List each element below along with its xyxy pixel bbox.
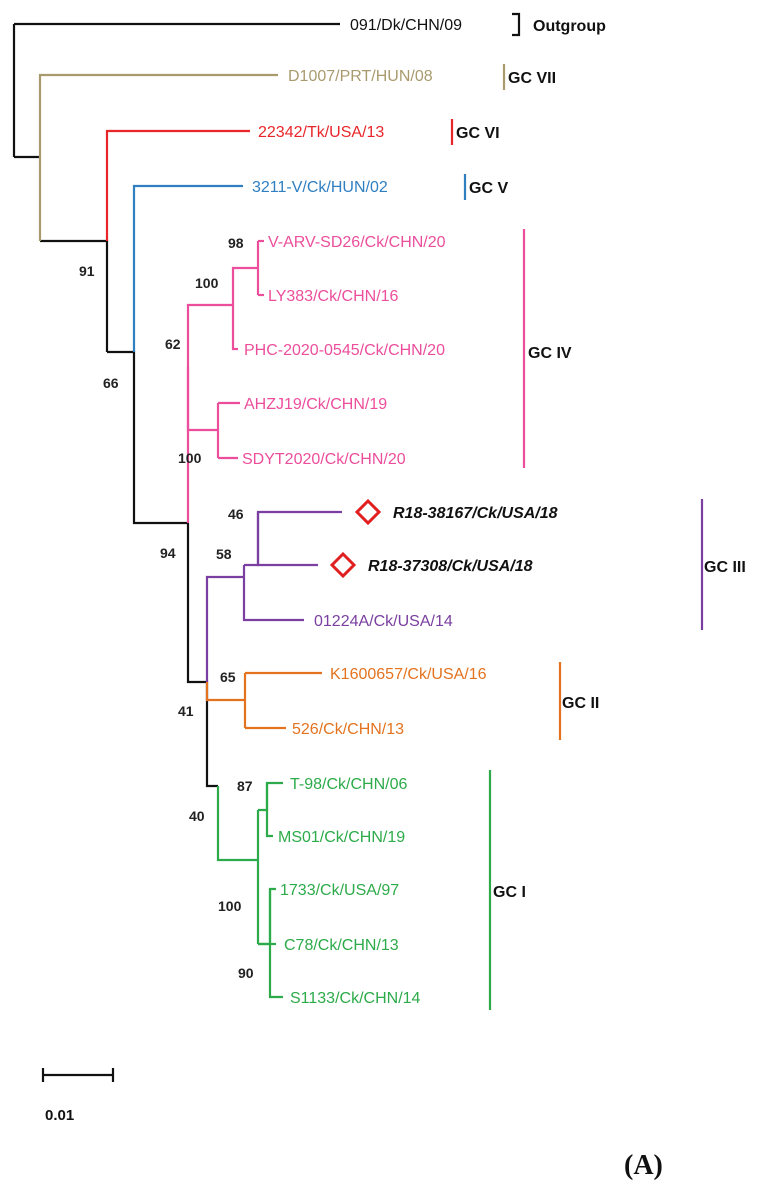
- branch-gc4-lower: [186, 367, 218, 432]
- branch-3211: [132, 184, 243, 352]
- clade-label-gc4: GC IV: [528, 345, 572, 362]
- branch-phc: [231, 305, 238, 351]
- support-100b: 100: [178, 450, 202, 466]
- branches-gc3: [205, 510, 342, 682]
- branch-node-100b: [258, 887, 276, 946]
- branch-d1007: [38, 73, 278, 241]
- support-41: 41: [178, 703, 194, 719]
- branches-gc1: [216, 781, 283, 999]
- markers: [329, 498, 382, 579]
- branches-gc6: [105, 129, 250, 241]
- leaf-ahzj19: AHZJ19/Ck/CHN/19: [244, 396, 387, 413]
- leaf-r18-37308: R18-37308/Ck/USA/18: [368, 558, 533, 575]
- clade-label-gc6: GC VI: [456, 125, 500, 142]
- clade-label-outgroup: Outgroup: [533, 18, 606, 35]
- support-65: 65: [220, 669, 236, 685]
- branch-node-100a: [231, 266, 258, 305]
- support-100a: 100: [195, 275, 219, 291]
- branch-gc1-stem: [216, 786, 258, 862]
- leaf-sdyt2020: SDYT2020/Ck/CHN/20: [242, 451, 406, 468]
- support-91: 91: [79, 263, 95, 279]
- support-98: 98: [228, 235, 244, 251]
- bracket-outgroup: [512, 12, 521, 37]
- branch-s1133: [268, 889, 283, 999]
- support-100c: 100: [218, 898, 242, 914]
- leaf-3211: 3211-V/Ck/HUN/02: [252, 179, 388, 196]
- diamond-marker-icon: [329, 551, 357, 579]
- diamond-marker-icon: [354, 498, 382, 526]
- support-90: 90: [238, 965, 254, 981]
- leaf-091: 091/Dk/CHN/09: [350, 17, 462, 34]
- clade-brackets: [450, 12, 704, 1010]
- support-40: 40: [189, 808, 205, 824]
- branch-node-66: [107, 350, 188, 525]
- clade-label-gc5: GC V: [469, 180, 508, 197]
- clade-label-gc7: GC VII: [508, 70, 556, 87]
- leaf-phc: PHC-2020-0545/Ck/CHN/20: [244, 342, 445, 359]
- support-58: 58: [216, 546, 232, 562]
- branch-gc3-stem: [205, 575, 244, 682]
- leaf-ms01: MS01/Ck/CHN/19: [278, 829, 405, 846]
- leaf-1733: 1733/Ck/USA/97: [280, 882, 399, 899]
- support-66: 66: [103, 375, 119, 391]
- clade-label-gc1: GC I: [493, 884, 526, 901]
- leaf-d1007: D1007/PRT/HUN/08: [288, 68, 433, 85]
- leaf-t98: T-98/Ck/CHN/06: [290, 776, 407, 793]
- branch-ms01: [265, 783, 273, 838]
- support-87: 87: [237, 778, 253, 794]
- branch-gc4-upper: [186, 303, 233, 367]
- branches-gc5: [132, 184, 243, 352]
- scale-bar-label: 0.01: [45, 1107, 74, 1124]
- leaf-526: 526/Ck/CHN/13: [292, 721, 404, 738]
- leaf-v-arv: V-ARV-SD26/Ck/CHN/20: [268, 234, 446, 251]
- scale-bar: [41, 1068, 115, 1082]
- branch-22342: [105, 129, 250, 241]
- leaf-22342: 22342/Tk/USA/13: [258, 124, 384, 141]
- support-94: 94: [160, 545, 176, 561]
- branch-r18-37308: [256, 512, 318, 567]
- branch-node-87: [258, 781, 283, 812]
- branch-node-91: [40, 239, 109, 352]
- leaf-c78: C78/Ck/CHN/13: [284, 937, 399, 954]
- leaf-k1600657: K1600657/Ck/USA/16: [330, 666, 487, 683]
- branch-gc2-stem: [205, 682, 245, 702]
- branch-node-58: [242, 565, 304, 622]
- branch-node-94: [186, 523, 218, 788]
- branches-gc2: [205, 671, 322, 730]
- leaf-s1133: S1133/Ck/CHN/14: [290, 990, 421, 1007]
- clade-label-gc3: GC III: [704, 559, 746, 576]
- leaf-r18-38167: R18-38167/Ck/USA/18: [393, 505, 558, 522]
- support-62: 62: [165, 336, 181, 352]
- leaf-ly383: LY383/Ck/CHN/16: [268, 288, 399, 305]
- branches-gc4: [186, 239, 264, 523]
- clade-label-gc2: GC II: [562, 695, 599, 712]
- panel-label: (A): [624, 1150, 663, 1181]
- leaf-01224a: 01224A/Ck/USA/14: [314, 613, 453, 630]
- support-46: 46: [228, 506, 244, 522]
- branches-gc7: [38, 73, 278, 241]
- scale-bar-line: [41, 1068, 115, 1082]
